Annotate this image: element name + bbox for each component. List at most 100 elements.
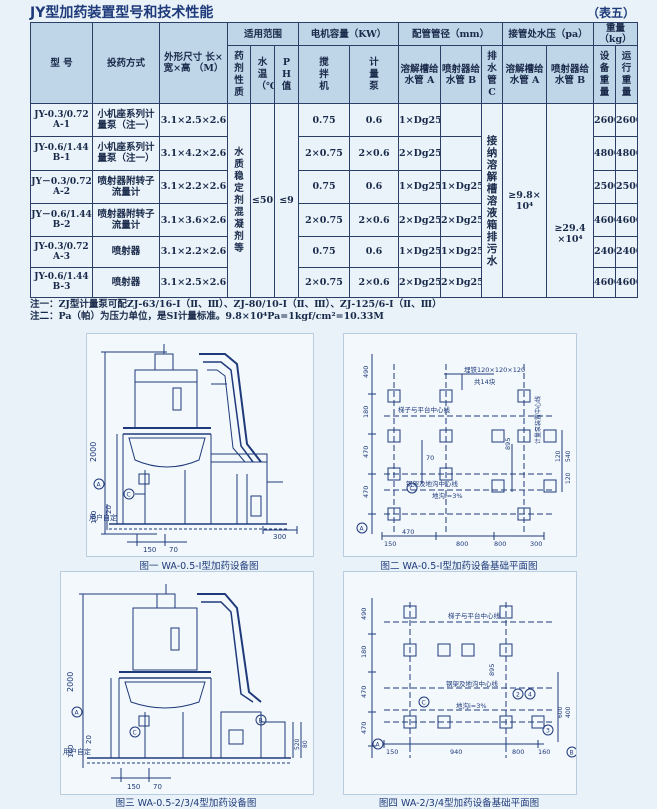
figure-4-drawing: 梯子与平台中心线 钢架及地沟中心线 地沟i=3% 490 180 470 470… bbox=[360, 598, 578, 758]
fig2-ladder: 梯子与平台中心线 bbox=[398, 405, 451, 414]
figure-1-drawing: 2000 160 20 150 70 300 用户自定 A C bbox=[89, 344, 298, 554]
cell-method: 小机座系列计量泵（注一） bbox=[92, 136, 160, 171]
cell-press-b: ≥29.4 ×10⁴ bbox=[546, 170, 595, 299]
cell-model: JY－0.6/1.44 B-2 bbox=[30, 202, 93, 238]
fig2-dim-300: 300 bbox=[530, 540, 542, 548]
fig3-dim-160: 160 bbox=[67, 745, 75, 758]
cell-w-run: 2600 bbox=[615, 102, 639, 138]
header-weight: 重量（kg） bbox=[593, 22, 639, 46]
fig1-dim-20: 20 bbox=[105, 505, 113, 514]
cell-dims: 3.1×2.2×2.6 bbox=[159, 236, 228, 268]
fig3-dim-70: 70 bbox=[153, 783, 162, 791]
cell-w-equip: 2600 bbox=[593, 102, 617, 138]
fig2-dim-895: 895 bbox=[504, 438, 512, 450]
figure-2-caption: 图二 WA-0.5-Ⅰ型加药设备基础平面图 bbox=[380, 561, 538, 572]
cell-press-a: ≥9.8× 10⁴ bbox=[502, 103, 548, 298]
fig4-ladder: 梯子与平台中心线 bbox=[448, 611, 501, 620]
cell-pump: 0.6 bbox=[349, 169, 400, 204]
fig2-dim-150: 150 bbox=[384, 540, 396, 548]
fig4-mark-b: B bbox=[570, 750, 574, 757]
fig2-trench: 地沟i=3% bbox=[432, 491, 463, 500]
fig4-dim-940: 940 bbox=[450, 748, 462, 756]
cell-water-temp: ≤50 bbox=[250, 103, 275, 298]
fig4-dim-895: 895 bbox=[488, 664, 496, 676]
cell-w-equip: 4600 bbox=[593, 202, 617, 238]
figure-4-caption: 图四 WA-2/3/4型加药设备基础平面图 bbox=[378, 798, 540, 809]
fig4-dim-left-3: 470 bbox=[360, 722, 368, 734]
fig2-mark-c: C bbox=[410, 486, 414, 493]
fig2-dim-120b: 120 bbox=[565, 472, 572, 484]
table-row: JY-0.3/0.72 A-3 喷射器 3.1×2.2×2.6 0.75 0.6… bbox=[30, 236, 639, 268]
header-pipe-b: 喷射器给水管 B bbox=[440, 45, 483, 104]
cell-agent: 水质稳定剂混凝剂等 bbox=[234, 146, 244, 254]
fig1-dim-2000: 2000 bbox=[89, 442, 98, 462]
cell-pipe-b bbox=[440, 102, 483, 138]
fig2-dim-800a: 800 bbox=[456, 540, 468, 548]
fig2-dim-left-3: 470 bbox=[362, 486, 370, 498]
cell-w-equip: 4800 bbox=[593, 136, 617, 171]
fig4-dim-800: 800 bbox=[512, 748, 524, 756]
fig2-mark-a: A bbox=[360, 526, 365, 533]
fig2-dim-540: 540 bbox=[565, 450, 572, 462]
header-motor: 电机容量（KW） bbox=[298, 22, 400, 46]
cell-pipe-a: 2×Dg25 bbox=[398, 136, 442, 171]
table-row: JY-0.6/1.44 B-3 喷射器 3.1×2.5×2.6 2×0.75 2… bbox=[30, 266, 639, 299]
fig2-meter: 计量泵装置中心线 bbox=[534, 396, 542, 444]
cell-dims: 3.1×2.5×2.6 bbox=[159, 102, 228, 138]
fig2-dim-470b: 470 bbox=[402, 528, 414, 536]
header-model: 型 号 bbox=[30, 22, 93, 104]
fig2-dim-800b: 800 bbox=[494, 540, 506, 548]
fig3-mark-c: C bbox=[133, 730, 137, 737]
note-1: 注一：ZJ型计量泵可配ZJ-63/16-Ⅰ（Ⅱ、Ⅲ）、ZJ-80/10-Ⅰ（Ⅱ、… bbox=[30, 299, 442, 310]
fig3-dim-520: 520 bbox=[294, 738, 301, 750]
cell-w-equip: 2500 bbox=[593, 169, 617, 204]
cell-pipe-a: 2×Dg25 bbox=[398, 266, 442, 299]
cell-w-run: 4600 bbox=[615, 266, 639, 299]
header-pump: 计量泵 bbox=[369, 56, 379, 92]
cell-model: JY-0.3/0.72 A-1 bbox=[30, 102, 93, 138]
table-row: JY－0.6/1.44 B-2 喷射器附转子流量计 3.1×3.6×2.6 2×… bbox=[30, 202, 639, 238]
fig3-mark-a: A bbox=[75, 710, 80, 717]
cell-method: 小机座系列计量泵（注一） bbox=[92, 102, 160, 138]
fig1-dim-300: 300 bbox=[273, 533, 286, 541]
header-pipe: 配管管径（mm） bbox=[398, 22, 504, 46]
cell-method: 喷射器 bbox=[92, 266, 160, 299]
cell-pipe-a: 1×Dg25 bbox=[398, 236, 442, 268]
fig4-dim-left-0: 490 bbox=[360, 608, 368, 620]
cell-model: JY-0.3/0.72 A-3 bbox=[30, 236, 93, 268]
cell-pipe-b: 1×Dg25 bbox=[440, 169, 483, 204]
figure-1-panel: 2000 160 20 150 70 300 用户自定 A C bbox=[86, 333, 314, 557]
fig4-mark-2: 2 bbox=[516, 692, 520, 699]
fig2-dim-left-1: 180 bbox=[362, 406, 370, 418]
cell-dims: 3.1×3.6×2.6 bbox=[159, 202, 228, 238]
fig1-dim-70: 70 bbox=[169, 546, 178, 554]
cell-model: JY-0.6/1.44 B-1 bbox=[30, 136, 93, 171]
cell-pipe-b bbox=[440, 136, 483, 171]
fig2-dim-120a: 120 bbox=[555, 450, 562, 462]
cell-pump: 2×0.6 bbox=[349, 266, 400, 299]
fig4-dim-left-1: 180 bbox=[360, 646, 368, 658]
fig2-dim-left-2: 470 bbox=[362, 446, 370, 458]
table-number: （表五） bbox=[586, 6, 635, 20]
cell-model: JY-0.6/1.44 B-3 bbox=[30, 266, 93, 299]
cell-model: JY－0.3/0.72 A-2 bbox=[30, 169, 93, 204]
cell-pipe-a: 1×Dg25 bbox=[398, 169, 442, 204]
fig4-mark-4: 4 bbox=[528, 692, 532, 699]
fig4-trench: 地沟i=3% bbox=[456, 701, 487, 710]
fig4-mark-3: 3 bbox=[546, 728, 550, 735]
header-agent: 药剂性质 bbox=[234, 50, 244, 98]
fig3-label-user: 用户自定 bbox=[63, 747, 91, 756]
cell-w-equip: 2400 bbox=[593, 236, 617, 268]
fig4-frame: 钢架及地沟中心线 bbox=[446, 679, 499, 688]
cell-pipe-b: 1×Dg25 bbox=[440, 236, 483, 268]
cell-mixer: 0.75 bbox=[298, 169, 351, 204]
cell-pipe-a: 2×Dg25 bbox=[398, 202, 442, 238]
cell-mixer: 0.75 bbox=[298, 102, 351, 138]
notes: 注一：ZJ型计量泵可配ZJ-63/16-Ⅰ（Ⅱ、Ⅲ）、ZJ-80/10-Ⅰ（Ⅱ、… bbox=[30, 299, 442, 323]
fig3-dim-150: 150 bbox=[127, 783, 140, 791]
figure-3-panel: 2000 160 20 150 70 520 80 用户自定 A B C bbox=[60, 571, 314, 795]
cell-w-run: 2400 bbox=[615, 236, 639, 268]
header-method: 投药方式 bbox=[92, 22, 160, 104]
cell-method: 喷射器附转子流量计 bbox=[92, 202, 160, 238]
header-pipe-c: 排水管 C bbox=[487, 50, 497, 98]
